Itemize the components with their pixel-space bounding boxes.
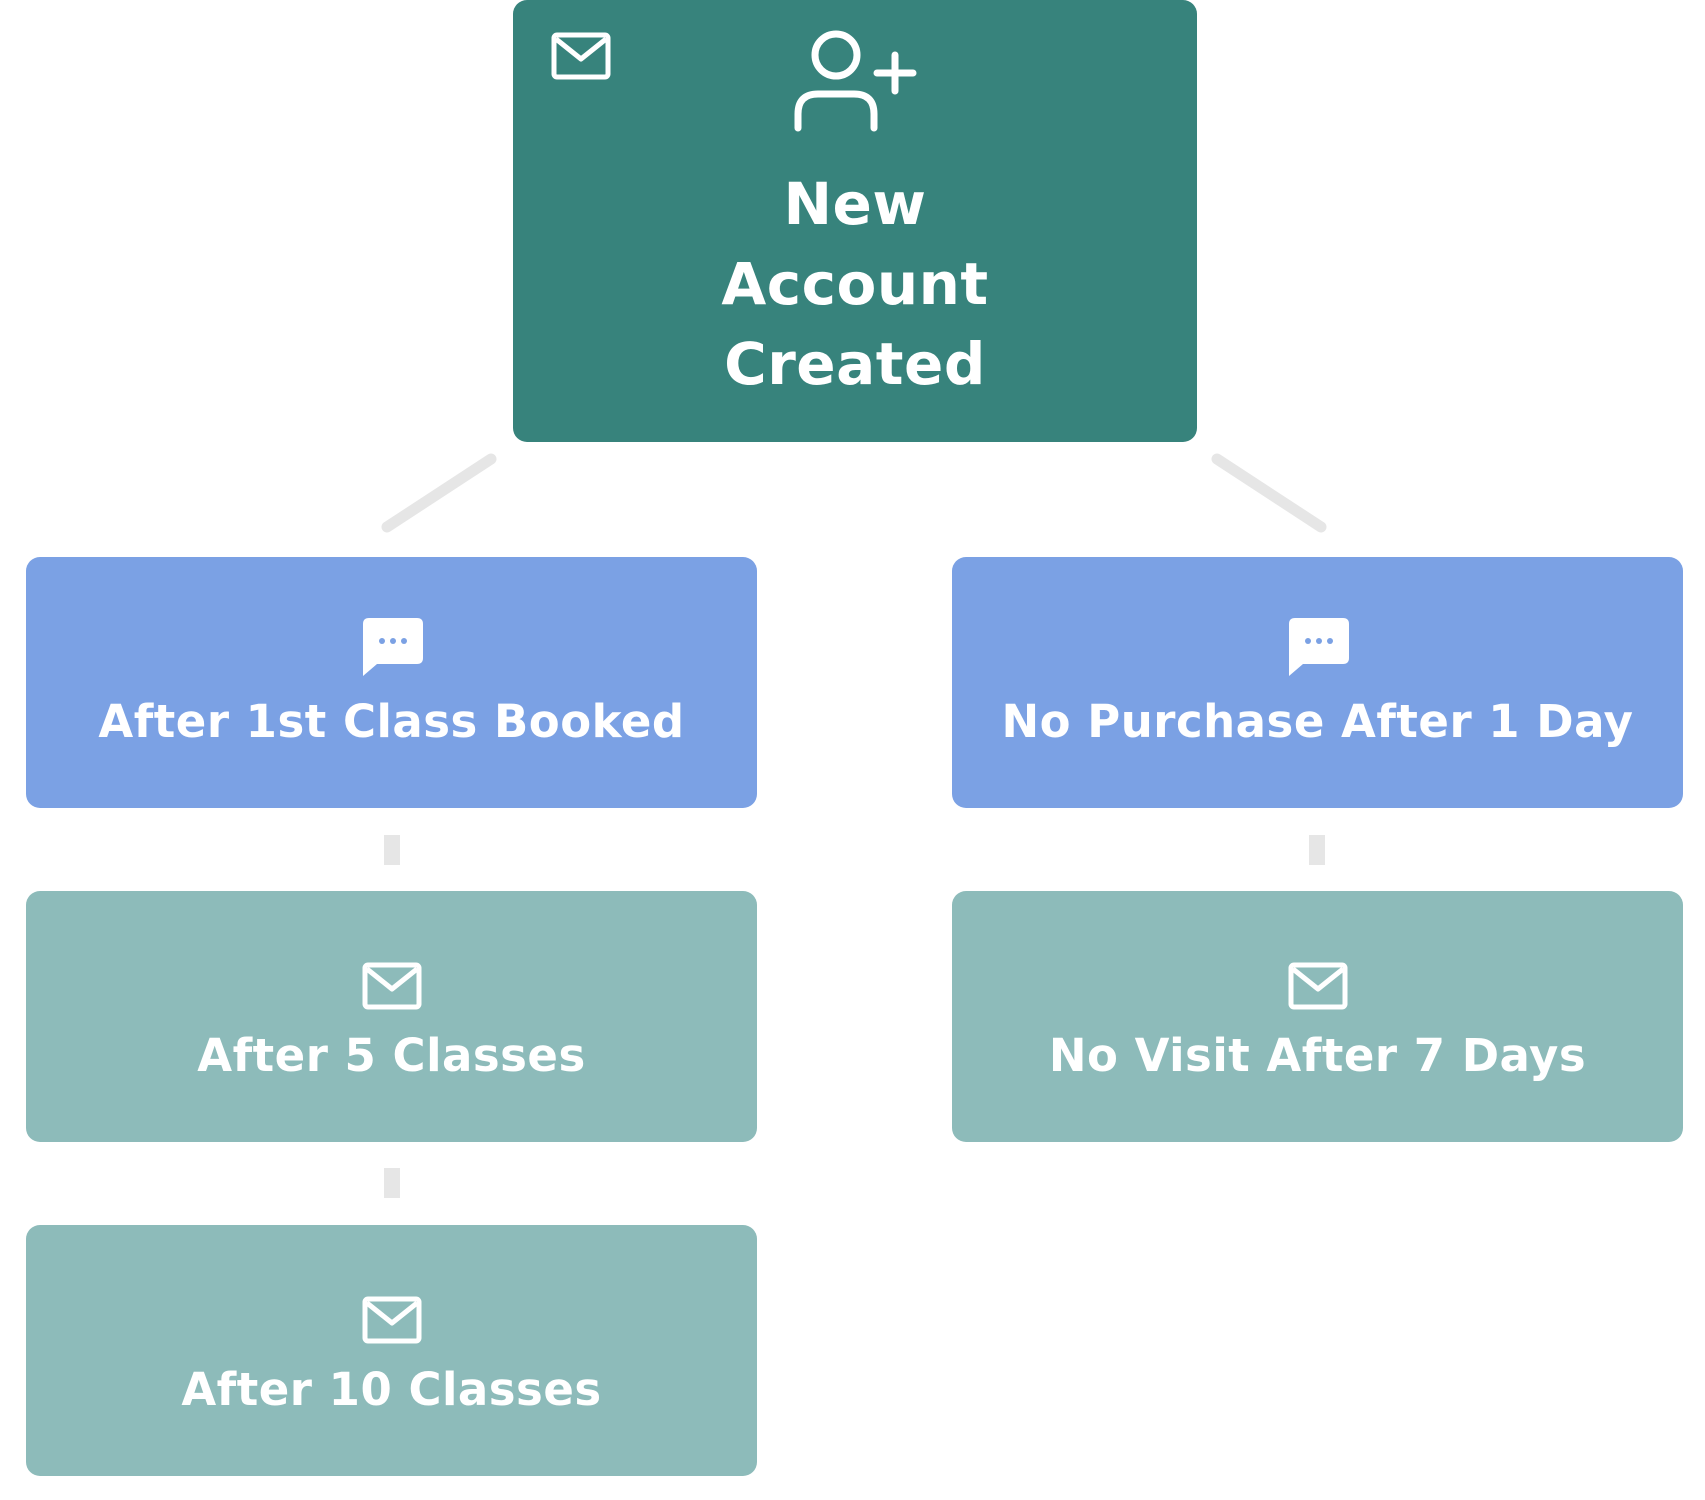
condition-node-no-purchase-1-day[interactable]: No Purchase After 1 Day — [952, 557, 1683, 808]
mail-icon — [1288, 952, 1348, 1010]
node-label: No Visit After 7 Days — [1048, 1028, 1587, 1082]
node-label: After 1st Class Booked — [98, 694, 685, 748]
email-node-no-visit-7-days[interactable]: No Visit After 7 Days — [952, 891, 1683, 1142]
connector-left-2-3 — [384, 1168, 400, 1198]
email-node-after-5-classes[interactable]: After 5 Classes — [26, 891, 757, 1142]
email-node-after-10-classes[interactable]: After 10 Classes — [26, 1225, 757, 1476]
chat-bubble-icon — [361, 617, 423, 676]
node-label: After 10 Classes — [181, 1362, 602, 1416]
mail-icon — [362, 1286, 422, 1344]
condition-node-first-class-booked[interactable]: After 1st Class Booked — [26, 557, 757, 808]
chat-bubble-icon — [1287, 617, 1349, 676]
connector-right-1-2 — [1309, 835, 1325, 865]
trigger-node-new-account[interactable]: New Account Created — [513, 0, 1197, 442]
connector-root-right — [1211, 453, 1327, 533]
user-plus-icon — [793, 28, 917, 132]
trigger-node-label: New Account Created — [721, 170, 989, 398]
mail-icon — [362, 952, 422, 1010]
mail-icon — [551, 32, 611, 80]
connector-left-1-2 — [384, 835, 400, 865]
connector-root-left — [381, 453, 497, 533]
node-label: After 5 Classes — [197, 1028, 586, 1082]
node-label: No Purchase After 1 Day — [1001, 694, 1634, 748]
